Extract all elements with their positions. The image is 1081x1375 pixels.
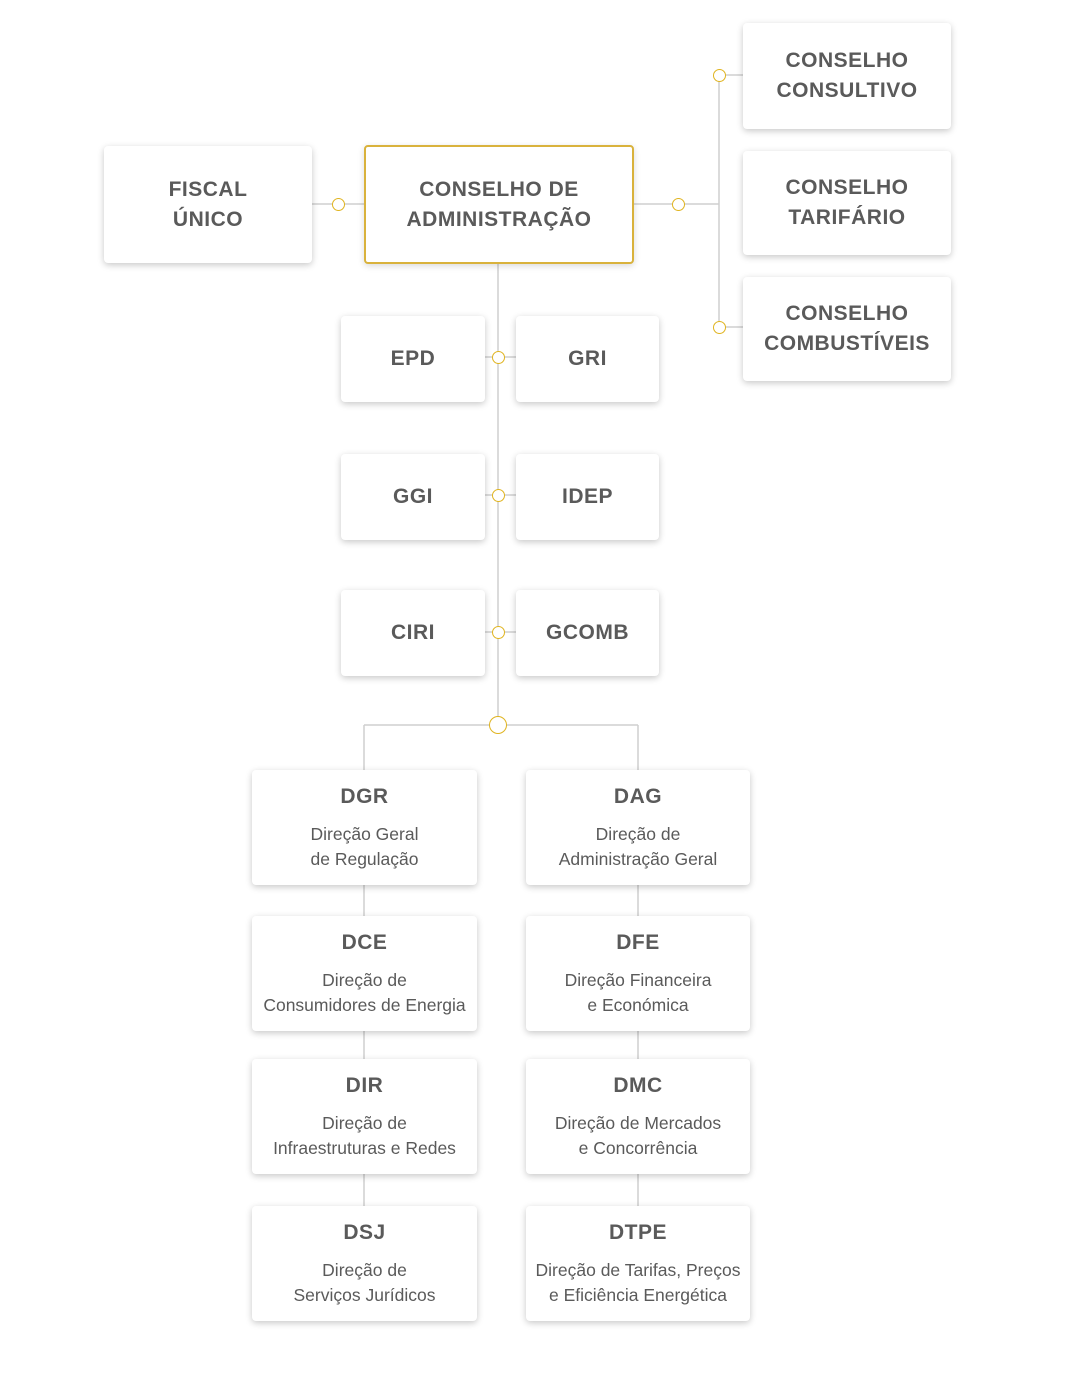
office-box: GGI [341, 454, 485, 540]
office-label: CIRI [391, 621, 435, 644]
board-box: CONSELHO DE ADMINISTRAÇÃO [364, 145, 634, 264]
office-label: IDEP [561, 485, 613, 508]
office-box: CIRI [341, 590, 485, 676]
directorate-box-dmc: DMC Direção de Mercados e Concorrência [526, 1059, 750, 1174]
directorate-code: DTPE [608, 1220, 667, 1244]
council-label: CONSELHO COMBUSTÍVEIS [764, 302, 930, 355]
connector-dot [672, 198, 685, 211]
directorate-box-dce: DCE Direção de Consumidores de Energia [252, 916, 477, 1031]
office-box: IDEP [516, 454, 659, 540]
council-label: CONSELHO CONSULTIVO [776, 49, 918, 102]
directorate-name: Direção de Mercados e Concorrência [554, 1112, 722, 1158]
connector-dot [492, 489, 505, 502]
council-box-combustiveis: CONSELHO COMBUSTÍVEIS [743, 277, 951, 381]
directorate-box-dag: DAG Direção de Administração Geral [526, 770, 750, 885]
directorate-box-dir: DIR Direção de Infraestruturas e Redes [252, 1059, 477, 1174]
connector-dot [713, 69, 726, 82]
council-label: CONSELHO TARIFÁRIO [785, 176, 909, 229]
directorate-box-dsj: DSJ Direção de Serviços Jurídicos [252, 1206, 477, 1321]
directorate-box-dgr: DGR Direção Geral de Regulação [252, 770, 477, 885]
directorate-name: Direção de Consumidores de Energia [263, 969, 466, 1015]
connector-dot [713, 321, 726, 334]
connector-dot [492, 626, 505, 639]
council-box-consultivo: CONSELHO CONSULTIVO [743, 23, 951, 129]
board-label: CONSELHO DE ADMINISTRAÇÃO [406, 177, 592, 231]
directorate-name: Direção de Serviços Jurídicos [293, 1259, 436, 1305]
directorate-name: Direção Geral de Regulação [310, 823, 419, 869]
fiscal-unico-label: FISCAL ÚNICO [168, 177, 248, 231]
directorate-code: DFE [616, 930, 660, 954]
office-box: EPD [341, 316, 485, 402]
connector-dot-main [489, 716, 507, 734]
office-label: EPD [390, 347, 436, 370]
directorate-code: DAG [613, 784, 663, 808]
office-label: GRI [568, 347, 607, 370]
connector-dot [492, 351, 505, 364]
office-label: GGI [392, 485, 433, 508]
council-box-tarifario: CONSELHO TARIFÁRIO [743, 151, 951, 255]
directorate-box-dfe: DFE Direção Financeira e Económica [526, 916, 750, 1031]
connector-dot [332, 198, 345, 211]
directorate-name: Direção de Infraestruturas e Redes [273, 1112, 456, 1158]
directorate-code: DMC [613, 1073, 663, 1097]
directorate-name: Direção Financeira e Económica [564, 969, 712, 1015]
directorate-code: DGR [340, 784, 389, 808]
office-box: GCOMB [516, 590, 659, 676]
directorate-code: DIR [345, 1073, 384, 1097]
fiscal-unico-box: FISCAL ÚNICO [104, 146, 312, 263]
office-box: GRI [516, 316, 659, 402]
directorate-name: Direção de Tarifas, Preços e Eficiência … [535, 1259, 741, 1305]
directorate-code: DSJ [343, 1220, 386, 1244]
directorate-box-dtpe: DTPE Direção de Tarifas, Preços e Eficiê… [526, 1206, 750, 1321]
directorate-name: Direção de Administração Geral [558, 823, 718, 869]
directorate-code: DCE [341, 930, 388, 954]
office-label: GCOMB [546, 621, 629, 644]
